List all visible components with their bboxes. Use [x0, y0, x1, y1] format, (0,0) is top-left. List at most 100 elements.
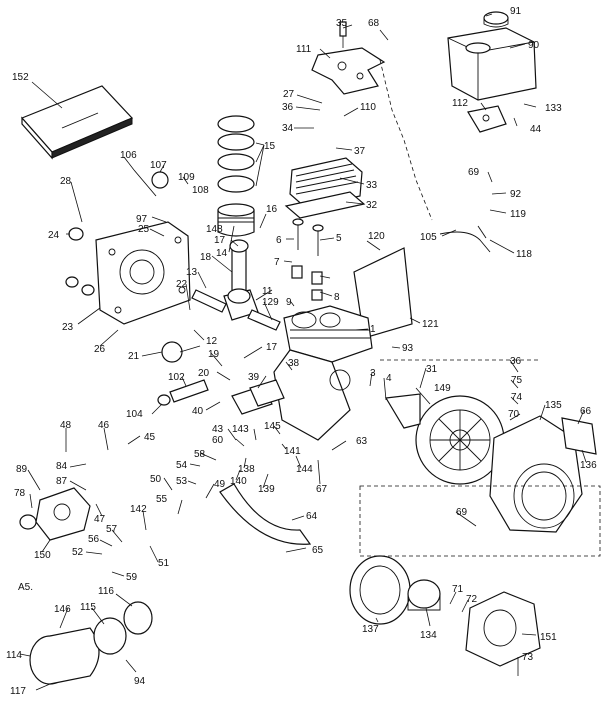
- callout-45: 45: [144, 432, 156, 443]
- part-piston: [217, 203, 255, 237]
- callout-121: 121: [422, 319, 439, 330]
- callout-24: 24: [48, 230, 60, 241]
- callout-36-right: 36: [510, 356, 522, 367]
- callout-36: 36: [282, 102, 294, 113]
- callout-53: 53: [176, 476, 188, 487]
- callout-22: 22: [176, 279, 188, 290]
- part-crankcase-cover: [95, 221, 191, 325]
- callout-numbers: 35 68 91 111 90 152 27 36 110 34 37 112 …: [6, 6, 597, 697]
- callout-38: 38: [288, 358, 300, 369]
- callout-69-lower: 69: [456, 507, 468, 518]
- callout-84: 84: [56, 461, 68, 472]
- callout-35: 35: [336, 18, 348, 29]
- callout-32: 32: [366, 200, 378, 211]
- callout-150: 150: [34, 550, 51, 561]
- callout-55: 55: [156, 494, 168, 505]
- callout-56: 56: [88, 534, 100, 545]
- callout-1: 1: [370, 324, 376, 335]
- callout-139: 139: [258, 484, 275, 495]
- callout-8: 8: [334, 292, 340, 303]
- callout-9: 9: [286, 297, 292, 308]
- callout-142: 142: [130, 504, 147, 515]
- callout-46: 46: [98, 420, 110, 431]
- callout-107: 107: [150, 160, 167, 171]
- callout-44: 44: [530, 124, 542, 135]
- callout-18: 18: [200, 252, 212, 263]
- callout-40: 40: [192, 406, 204, 417]
- callout-149: 149: [434, 383, 451, 394]
- callout-17-upper: 17: [214, 235, 226, 246]
- callout-70: 70: [508, 409, 520, 420]
- callout-14: 14: [216, 248, 228, 259]
- callout-a5: A5.: [18, 582, 33, 593]
- callout-114: 114: [6, 650, 22, 661]
- callout-26: 26: [94, 344, 106, 355]
- callout-37: 37: [354, 146, 366, 157]
- callout-73: 73: [522, 652, 534, 663]
- callout-141: 141: [284, 446, 301, 457]
- callout-49: 49: [214, 479, 226, 490]
- part-breather: [231, 379, 285, 415]
- part-mounting-plate: [311, 47, 386, 95]
- callout-66: 66: [580, 406, 592, 417]
- callout-146: 146: [54, 604, 71, 615]
- callout-112: 112: [452, 98, 468, 109]
- callout-133: 133: [545, 103, 562, 114]
- callout-19: 19: [208, 349, 220, 360]
- callout-57: 57: [106, 524, 118, 535]
- callout-67: 67: [316, 484, 328, 495]
- part-rotating-screen: [349, 555, 411, 625]
- callout-89: 89: [16, 464, 28, 475]
- callout-90: 90: [528, 40, 540, 51]
- callout-58: 58: [194, 449, 206, 460]
- callout-143: 143: [232, 424, 249, 435]
- leader-lines: [19, 13, 587, 691]
- callout-64: 64: [306, 511, 318, 522]
- callout-3: 3: [370, 368, 376, 379]
- callout-138: 138: [238, 464, 255, 475]
- part-flywheel: [415, 395, 505, 485]
- callout-12: 12: [206, 336, 218, 347]
- callout-15: 15: [264, 141, 276, 152]
- callout-78: 78: [14, 488, 26, 499]
- callout-109: 109: [178, 172, 195, 183]
- callout-144: 144: [296, 464, 313, 475]
- callout-33: 33: [366, 180, 378, 191]
- callout-115: 115: [80, 602, 96, 613]
- part-piston-rings: [217, 115, 255, 193]
- part-carburetor: [35, 487, 91, 541]
- callout-129: 129: [262, 297, 279, 308]
- part-connecting-rod: [227, 239, 251, 304]
- callout-74: 74: [511, 392, 523, 403]
- part-shroud-guard: [219, 483, 312, 545]
- part-starter-cup: [407, 579, 441, 611]
- callout-34: 34: [282, 123, 294, 134]
- part-intake-tube: [157, 379, 209, 406]
- callout-51: 51: [158, 558, 170, 569]
- part-recoil-starter: [465, 591, 541, 667]
- callout-13: 13: [186, 267, 198, 278]
- callout-6: 6: [276, 235, 282, 246]
- callout-87: 87: [56, 476, 68, 487]
- callout-20: 20: [198, 368, 210, 379]
- part-cam-gear: [161, 341, 201, 363]
- callout-75: 75: [511, 375, 523, 386]
- callout-23: 23: [62, 322, 74, 333]
- callout-48: 48: [60, 420, 72, 431]
- part-tank-bracket: [467, 105, 507, 133]
- callout-27: 27: [283, 89, 295, 100]
- callout-152: 152: [12, 72, 29, 83]
- callout-117: 117: [10, 686, 26, 697]
- part-governor: [151, 171, 169, 189]
- callout-72: 72: [466, 594, 478, 605]
- callout-31: 31: [426, 364, 438, 375]
- callout-59: 59: [126, 572, 138, 583]
- callout-11: 11: [262, 286, 273, 297]
- callout-145: 145: [264, 421, 281, 432]
- callout-69-upper: 69: [468, 167, 480, 178]
- callout-134: 134: [420, 630, 437, 641]
- callout-116: 116: [98, 586, 114, 597]
- part-valves: [291, 218, 324, 301]
- callout-108-upper: 108: [192, 185, 209, 196]
